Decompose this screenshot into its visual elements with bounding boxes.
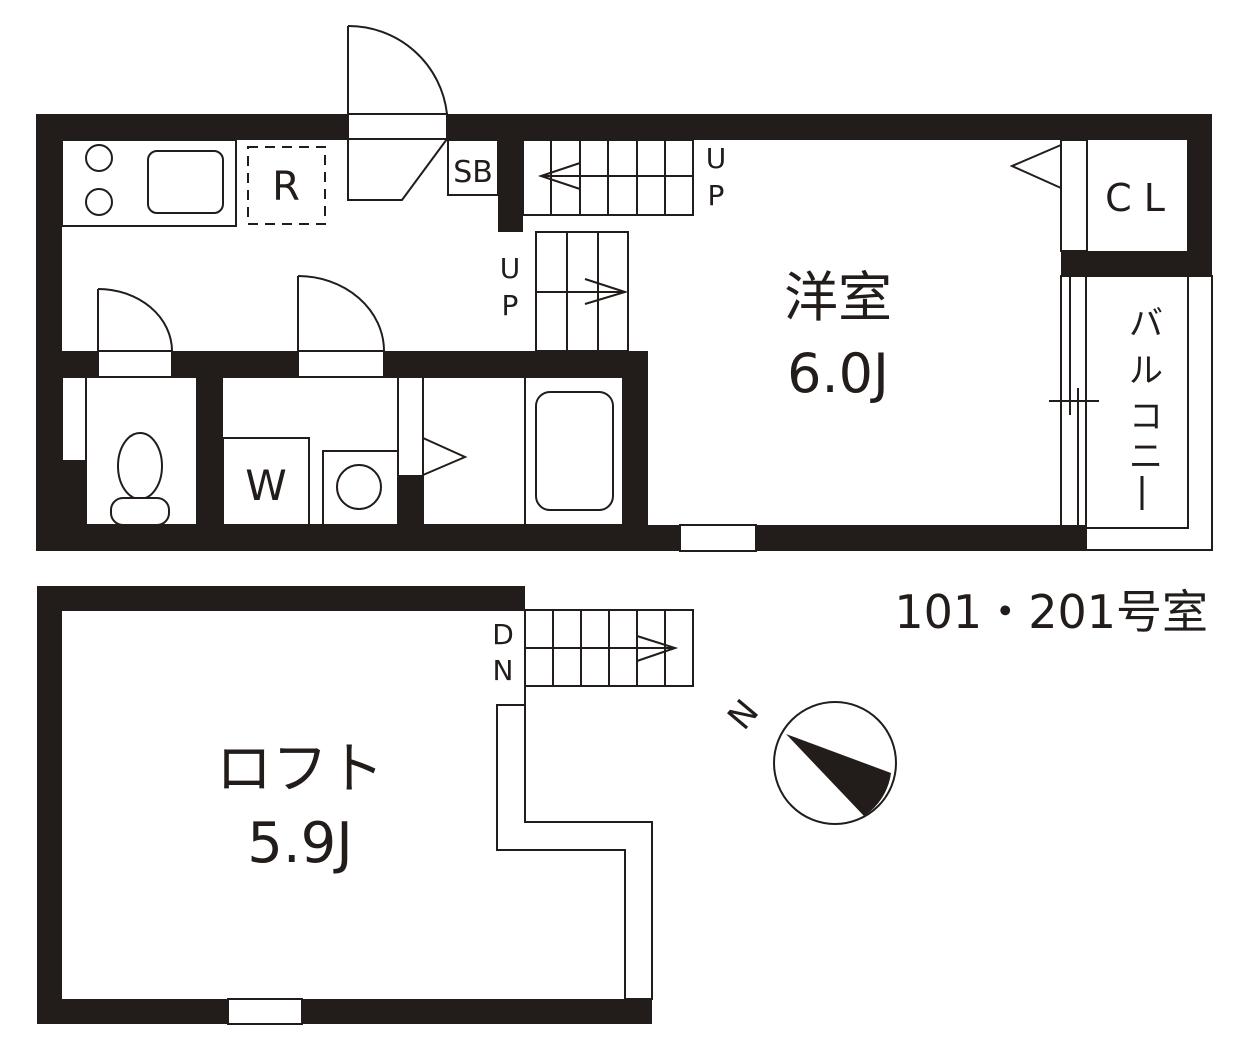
door-swing-icon [422,437,468,476]
wall-toilet-left [62,460,87,551]
washer-label: W [245,461,287,510]
stove-burner-icon [85,144,113,172]
compass-north-label: N [720,692,767,737]
stove-burner-icon [85,188,113,216]
loft-size: 5.9J [247,811,353,876]
main-room: 洋室 6.0J [784,266,892,405]
closet-door[interactable] [1060,139,1088,252]
sink-icon [147,150,224,214]
shoe-box-label: SB [453,155,493,190]
wall-top-right [447,114,1212,140]
washroom-door[interactable] [297,275,385,378]
svg-text:P: P [502,289,519,322]
bathroom [422,376,624,526]
vanity [322,450,399,526]
toilet-door[interactable] [97,288,173,378]
window [679,524,757,552]
shoe-box: SB [447,139,499,196]
svg-text:ル: ル [1129,351,1163,391]
toilet-icon [117,432,163,500]
stair-arrow-icon [636,635,679,662]
stair-arrow-icon [584,278,629,305]
wall-bath-right [623,351,648,551]
loft-name: ロフト [216,737,384,802]
svg-text:P: P [708,179,725,212]
loft-wall-bottom [37,999,652,1024]
main-room-size: 6.0J [787,342,889,405]
kitchen-counter [61,139,237,227]
wall-stair-pillar [498,114,523,232]
svg-text:N: N [493,654,514,687]
loft-wall-left [37,586,62,1024]
main-room-name: 洋室 [784,266,892,329]
first-floor: R SB U P U P [36,24,1213,552]
unit-label: 101・201号室 [894,585,1208,639]
loft-stairs: D N [492,609,694,705]
wall-top-left [36,114,348,140]
closet-label: C L [1105,176,1165,220]
closet: C L [1009,139,1165,252]
wall-toilet-right [197,351,222,551]
stairs-upper: U P [522,139,727,216]
refrigerator-label: R [272,164,300,210]
bath-door[interactable] [397,376,424,477]
svg-text:コ: コ [1129,397,1163,437]
svg-text:ニ: ニ [1129,437,1163,477]
wall-left [36,114,62,551]
wall-right-closet [1187,114,1212,276]
refrigerator-space: R [247,146,326,225]
wall-bottom [36,525,1086,551]
svg-text:U: U [500,252,521,285]
stairs-lower: U P [500,231,629,352]
loft-window [227,998,303,1025]
north-arrow-icon: N [720,692,897,825]
toilet-tank-icon [110,497,170,526]
basin-icon [336,464,382,510]
entrance-door[interactable] [347,24,448,201]
toilet-room [61,376,198,526]
washroom: W [221,376,468,526]
svg-text:U: U [706,142,727,175]
bathtub-icon [535,391,614,511]
washer-space [222,437,310,526]
svg-text:バ: バ [1129,304,1163,344]
stair-arrow-icon [537,162,581,190]
loft-floor: D N ロフト 5.9J [37,586,694,1025]
loft-railing [496,704,653,1000]
balcony: バ ル コ ニ [1036,275,1213,551]
door-swing-icon [1009,144,1062,189]
svg-text:D: D [492,618,514,651]
wall-closet-bottom [1061,251,1212,276]
loft-wall-top [37,586,525,611]
